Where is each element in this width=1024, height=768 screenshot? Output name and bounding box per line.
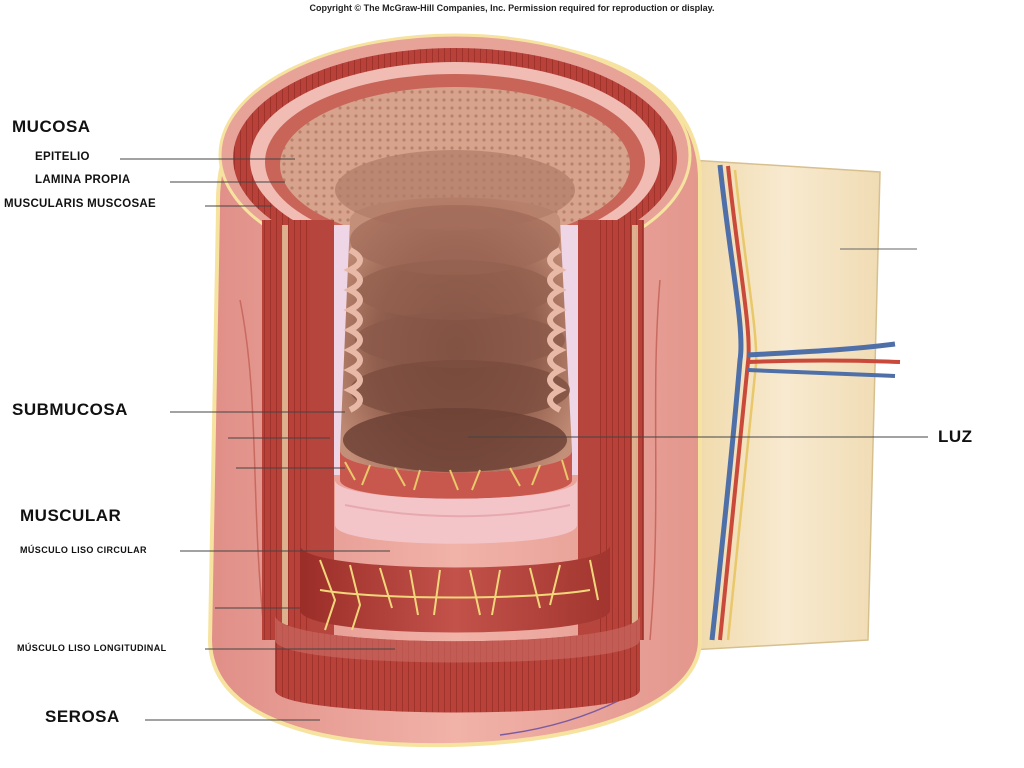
submucosa-ring	[335, 480, 577, 544]
lumen-and-folds	[335, 150, 575, 473]
leader-lines	[120, 158, 928, 721]
label-serosa: SEROSA	[45, 707, 120, 726]
label-musculo-liso-longitudinal: MÚSCULO LISO LONGITUDINAL	[17, 643, 167, 653]
label-mucosa: MUCOSA	[12, 117, 91, 136]
label-muscular: MUSCULAR	[20, 506, 122, 525]
label-muscularis-muscosae: MUSCULARIS MUSCOSAE	[4, 198, 157, 210]
label-luz: LUZ	[938, 427, 973, 446]
mesentery	[689, 159, 917, 651]
copyright-notice: Copyright © The McGraw-Hill Companies, I…	[309, 3, 715, 13]
circular-muscle-ring	[300, 545, 610, 633]
label-lamina-propia: LAMINA PROPIA	[35, 174, 131, 186]
longitudinal-muscle-ring	[275, 615, 640, 713]
mucosa-ring	[340, 450, 572, 499]
label-epitelio: EPITELIO	[35, 151, 90, 163]
label-musculo-liso-circular: MÚSCULO LISO CIRCULAR	[20, 545, 147, 555]
label-submucosa: SUBMUCOSA	[12, 400, 128, 419]
